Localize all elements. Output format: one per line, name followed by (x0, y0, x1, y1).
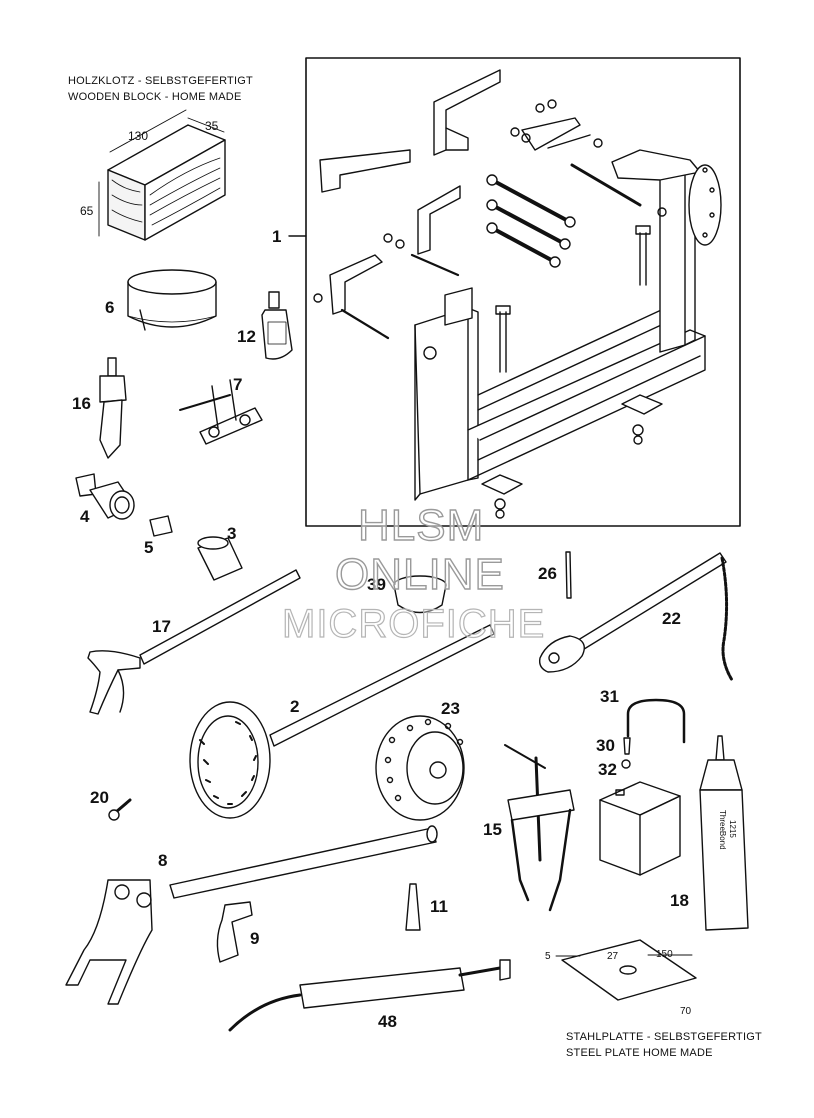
svg-text:ThreeBond: ThreeBond (718, 810, 727, 850)
watermark-line-3: MICROFICHE (281, 602, 546, 646)
wooden-block-note-de: HOLZKLOTZ - SELBSTGEFERTIGT (68, 75, 253, 87)
callout-16: 16 (72, 394, 91, 413)
puller-part-16 (99, 357, 127, 459)
plate-thickness-dim: 5 (545, 951, 551, 962)
clamp-part-7 (179, 379, 263, 445)
callout-6: 6 (105, 298, 115, 317)
wooden-block (98, 109, 226, 241)
plate-length-dim: 150 (656, 949, 673, 960)
screw-part-20 (108, 798, 132, 821)
sleeve-part-5 (149, 515, 173, 537)
valve-part-11 (405, 883, 421, 931)
callout-12: 12 (237, 327, 256, 346)
callout-7: 7 (233, 375, 243, 394)
chain-wrench-part-22 (538, 552, 734, 682)
callout-8: 8 (158, 851, 168, 870)
callout-20: 20 (90, 788, 109, 807)
cup-part-39 (393, 575, 447, 614)
callout-23: 23 (441, 699, 460, 718)
pin-part-30 (623, 737, 631, 755)
washer-part-32 (621, 759, 631, 769)
ring-part-6 (127, 269, 217, 331)
callout-3: 3 (227, 524, 237, 543)
callout-31: 31 (600, 687, 619, 706)
svg-text:1215: 1215 (728, 820, 737, 838)
plate-width-dim: 70 (680, 1006, 692, 1017)
gear-puller-part-15 (504, 744, 575, 912)
callout-2: 2 (290, 697, 300, 716)
callout-26: 26 (538, 564, 557, 583)
wooden-block-note-en: WOODEN BLOCK - HOME MADE (68, 91, 242, 103)
block-width-dim: 35 (205, 119, 219, 133)
watermark-line-1: HLSM (357, 501, 485, 550)
callout-18: 18 (670, 891, 689, 910)
callout-1: 1 (272, 227, 282, 246)
clip-part-9 (216, 901, 253, 963)
callout-5: 5 (144, 538, 154, 557)
adapter-part-4 (75, 473, 135, 520)
sleeve-part-3 (197, 536, 243, 581)
pin-part-26 (565, 551, 572, 599)
callout-22: 22 (662, 609, 681, 628)
callout-17: 17 (152, 617, 171, 636)
grease-gun-part-48 (228, 959, 511, 1032)
steel-plate-note-en: STEEL PLATE HOME MADE (566, 1047, 713, 1059)
rotor-part-23 (375, 715, 465, 821)
callout-4: 4 (80, 507, 90, 526)
box-part (599, 781, 681, 876)
steel-plate-note-de: STAHLPLATTE - SELBSTGEFERTIGT (566, 1031, 762, 1043)
callout-30: 30 (596, 736, 615, 755)
watermark-line-2: ONLINE (334, 550, 505, 599)
block-length-dim: 130 (128, 129, 149, 143)
lever-part-8 (65, 825, 438, 1005)
holding-wrench-part-2 (189, 624, 495, 819)
part-1-frame (305, 57, 741, 527)
fork-wrench-part-17 (87, 569, 301, 715)
plate-hole-dim: 27 (607, 951, 619, 962)
callout-39: 39 (367, 575, 386, 594)
callout-11: 11 (430, 897, 448, 916)
callout-9: 9 (250, 929, 260, 948)
callout-32: 32 (598, 760, 617, 779)
callout-15: 15 (483, 820, 502, 839)
bottle-part-12 (261, 291, 293, 360)
callout-48: 48 (378, 1012, 397, 1031)
block-height-dim: 65 (80, 204, 94, 218)
sealant-tube-part-18: ThreeBond 1215 (699, 735, 749, 931)
wire-part-31 (626, 698, 686, 744)
engine-stand-part-1 (313, 69, 722, 519)
steel-plate (555, 939, 697, 1001)
